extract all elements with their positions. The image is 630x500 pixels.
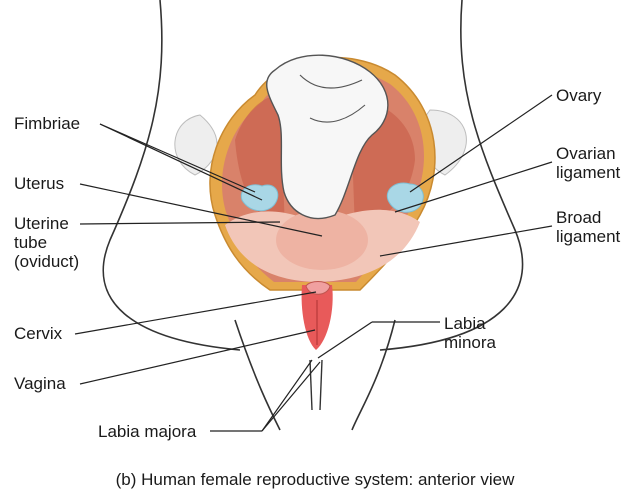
label-uterine-tube-line2: tube — [14, 233, 79, 252]
inner-thigh-left — [310, 360, 312, 410]
label-ovary: Ovary — [556, 86, 601, 105]
label-labia-minora-line1: Labia — [444, 314, 496, 333]
label-uterus: Uterus — [14, 174, 64, 193]
label-vagina: Vagina — [14, 374, 66, 393]
label-fimbriae: Fimbriae — [14, 114, 80, 133]
label-labia-majora: Labia majora — [98, 422, 196, 441]
label-broad-ligament-line2: ligament — [556, 227, 620, 246]
leader-labia-majora-b — [262, 360, 312, 431]
leg-outline-right — [352, 320, 395, 430]
label-ovarian-ligament-line2: ligament — [556, 163, 620, 182]
label-uterine-tube: Uterine tube (oviduct) — [14, 214, 79, 271]
label-cervix: Cervix — [14, 324, 62, 343]
label-ovarian-ligament-line1: Ovarian — [556, 144, 620, 163]
label-uterine-tube-line1: Uterine — [14, 214, 79, 233]
label-labia-minora-line2: minora — [444, 333, 496, 352]
label-uterine-tube-line3: (oviduct) — [14, 252, 79, 271]
leader-vagina — [80, 330, 315, 384]
figure-caption: (b) Human female reproductive system: an… — [0, 470, 630, 490]
inner-thigh-right — [320, 360, 322, 410]
label-broad-ligament: Broad ligament — [556, 208, 620, 246]
label-ovarian-ligament: Ovarian ligament — [556, 144, 620, 182]
leg-outline-left — [235, 320, 280, 430]
label-labia-minora: Labia minora — [444, 314, 496, 352]
label-broad-ligament-line1: Broad — [556, 208, 620, 227]
